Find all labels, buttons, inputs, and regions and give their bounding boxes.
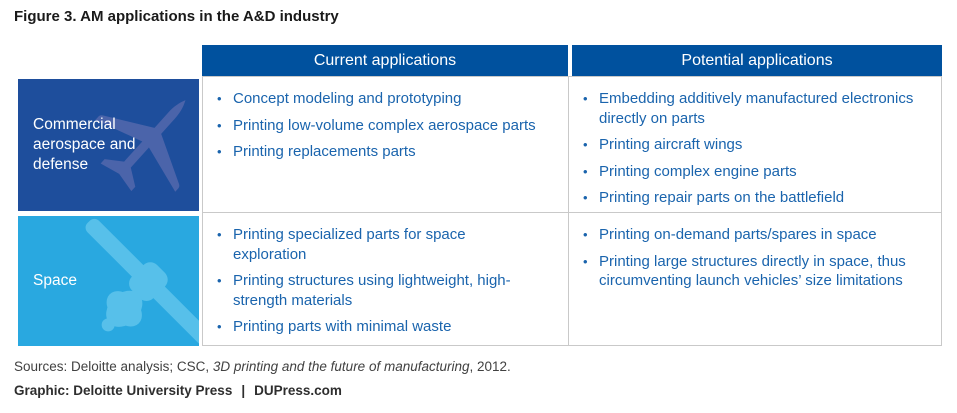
- row-header-label: Commercial aerospace and defense: [33, 116, 136, 173]
- sources-line: Sources: Deloitte analysis; CSC, 3D prin…: [14, 359, 511, 374]
- bullet-text: Printing parts with minimal waste: [233, 318, 452, 335]
- dupress-url: DUPress.com: [254, 383, 342, 398]
- bullet-text: Printing large structures directly in sp…: [599, 252, 906, 290]
- bullet-icon: •: [217, 117, 222, 133]
- bullet-icon: •: [583, 137, 588, 152]
- bullet-text: Printing complex engine parts: [599, 162, 797, 180]
- column-header-potential: Potential applications: [572, 45, 942, 76]
- satellite-icon: [85, 218, 199, 345]
- sources-suffix: , 2012.: [469, 359, 511, 374]
- bullet-item: • Printing specialized parts for space ex…: [217, 225, 542, 264]
- bullet-text: Printing replacements parts: [233, 143, 416, 160]
- bullet-list: • Concept modeling and prototyping • Print…: [203, 77, 568, 162]
- bullet-text: Printing low-volume complex aerospace pa…: [233, 116, 536, 134]
- bullet-text: Concept modeling and prototyping: [233, 90, 462, 107]
- row-header-commercial-aerospace: Commercial aerospace and defense: [18, 79, 199, 211]
- bullet-icon: •: [217, 144, 222, 159]
- bullet-icon: •: [583, 190, 588, 205]
- bullet-text: Printing specialized parts for space exp…: [233, 226, 466, 263]
- cell-potential-commercial-aerospace: • Embedding additively manufactured elect…: [569, 76, 942, 213]
- bullet-item: • Printing aircraft wings: [583, 135, 915, 155]
- bullet-item: • Printing parts with minimal waste: [217, 317, 542, 337]
- bullet-icon: •: [217, 319, 222, 334]
- bullet-item: • Printing repair parts on the battlefiel…: [583, 188, 915, 208]
- bullet-item: • Printing replacements parts: [217, 142, 542, 162]
- bullet-text: Embedding additively manufactured electr…: [599, 90, 914, 127]
- graphic-credit-line: Graphic: Deloitte University Press | DUPre…: [14, 383, 342, 398]
- row-header-space: Space: [18, 216, 199, 346]
- bullet-icon: •: [217, 227, 222, 242]
- bullet-item: • Printing on-demand parts/spares in spac…: [583, 225, 915, 245]
- pipe-separator: |: [241, 383, 246, 398]
- column-header-current: Current applications: [202, 45, 568, 76]
- sources-book-title: 3D printing and the future of manufactur…: [212, 359, 470, 374]
- bullet-list: • Embedding additively manufactured elect…: [569, 77, 941, 208]
- bullet-text: Printing aircraft wings: [599, 136, 743, 153]
- bullet-icon: •: [583, 163, 588, 179]
- bullet-icon: •: [217, 273, 222, 288]
- bullet-item: • Printing structures using lightweight, …: [217, 271, 542, 310]
- bullet-icon: •: [583, 227, 588, 242]
- figure-title: Figure 3. AM applications in the A&D ind…: [14, 8, 339, 25]
- cell-current-commercial-aerospace: • Concept modeling and prototyping • Print…: [202, 76, 569, 213]
- bullet-icon: •: [217, 91, 222, 106]
- bullet-item: • Embedding additively manufactured elect…: [583, 89, 915, 128]
- bullet-item: • Concept modeling and prototyping: [217, 89, 542, 109]
- bullet-icon: •: [583, 253, 588, 269]
- bullet-text: Printing repair parts on the battlefield: [599, 189, 845, 206]
- bullet-text: Printing structures using lightweight, h…: [233, 272, 511, 309]
- table-body: • Concept modeling and prototyping • Print…: [202, 76, 942, 346]
- bullet-item: • Printing complex engine parts: [583, 162, 915, 182]
- row-header-label: Space: [33, 272, 77, 290]
- cell-current-space: • Printing specialized parts for space ex…: [202, 213, 569, 346]
- bullet-list: • Printing on-demand parts/spares in spac…: [569, 213, 941, 291]
- airplane-icon: [95, 100, 186, 192]
- sources-prefix: Sources: Deloitte analysis; CSC,: [14, 359, 213, 374]
- bullet-icon: •: [583, 91, 588, 106]
- bullet-item: • Printing low-volume complex aerospace p…: [217, 116, 542, 136]
- bullet-item: • Printing large structures directly in s…: [583, 252, 915, 291]
- graphic-label: Graphic: Deloitte University Press: [14, 383, 233, 398]
- bullet-text: Printing on-demand parts/spares in space: [599, 226, 877, 243]
- cell-potential-space: • Printing on-demand parts/spares in spac…: [569, 213, 942, 346]
- bullet-list: • Printing specialized parts for space ex…: [203, 213, 568, 337]
